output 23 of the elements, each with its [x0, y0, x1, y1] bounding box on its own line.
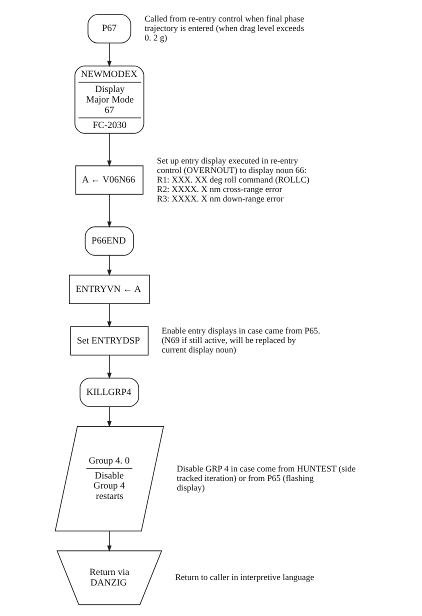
node-label: Enable entry displays in case came from P65. (N69 if still active, will be replaced by current display noun) — [162, 326, 320, 355]
arrow — [107, 42, 112, 68]
node-box: ENTRYVN ← A — [68, 274, 150, 304]
node-label: R2: XXXX. X nm cross-range error — [156, 184, 282, 194]
arrow — [107, 194, 112, 228]
arrow — [107, 354, 112, 380]
node-label: R1: XXX. XX deg roll command (ROLLC) — [156, 174, 310, 184]
node-box: KILLGRP4 — [80, 378, 140, 408]
arrow — [107, 530, 112, 552]
node-box: A ← V06N66 — [75, 165, 144, 195]
node-label: Called from re-entry control when final phase trajectory is entered (when drag level exceeds 0. 2 g) — [144, 13, 304, 42]
arrow — [107, 133, 112, 167]
node-label: Set up entry display executed in re-entry control (OVERNOUT) to display noun 66: — [156, 155, 307, 175]
node-box: NEWMODEX Display Major Mode 67 FC-2030 — [74, 66, 144, 134]
arrow — [107, 303, 112, 328]
arrow — [107, 406, 112, 428]
node-label: Disable GRP 4 in case come from HUNTEST (side tracked iteration) or from P65 (flashing display) — [176, 463, 356, 492]
node-box: Set ENTRYDSP — [70, 326, 149, 356]
node-label: R3: XXXX. X nm down-range error — [156, 193, 284, 204]
arrow — [107, 254, 112, 276]
node-label: Return to caller in interpretive language — [175, 572, 314, 582]
node-box: P66END — [84, 226, 134, 256]
node-box: P67 — [88, 14, 132, 44]
